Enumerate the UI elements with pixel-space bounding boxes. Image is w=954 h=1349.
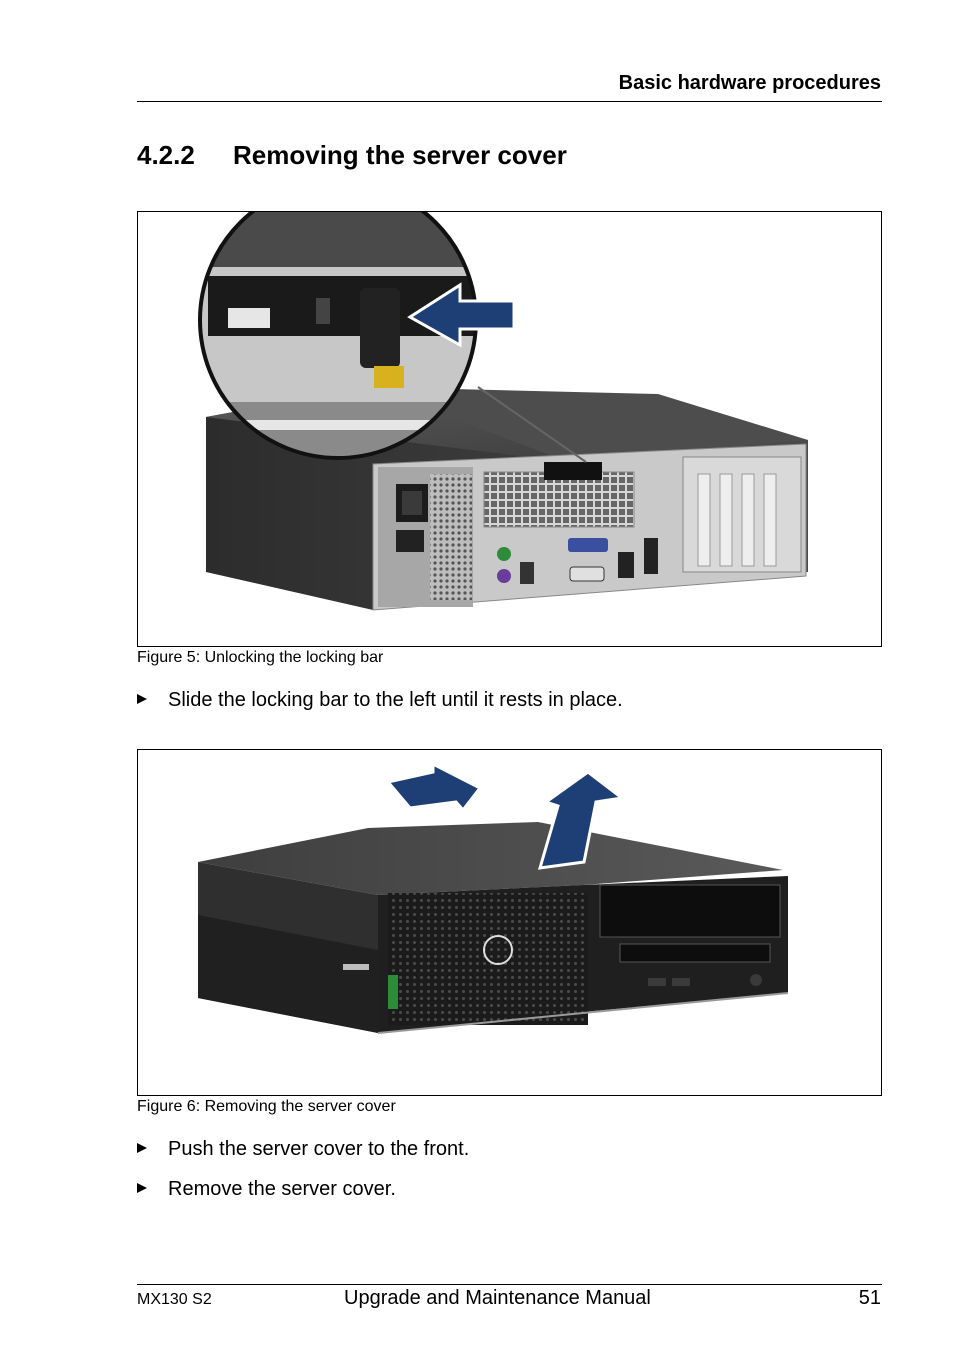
section-title: Removing the server cover (233, 140, 567, 170)
step-text: Remove the server cover. (168, 1178, 396, 1200)
arrow-push-front-icon (385, 761, 483, 813)
header-rule (137, 101, 882, 102)
step-text: Slide the locking bar to the left until … (168, 689, 623, 711)
footer-rule (137, 1284, 882, 1285)
footer-manual-title: Upgrade and Maintenance Manual (344, 1287, 651, 1309)
arrow-lift-up-icon (537, 770, 626, 870)
triangle-right-icon (137, 1183, 147, 1193)
figure-6-caption: Figure 6: Removing the server cover (137, 1098, 396, 1115)
page-number: 51 (858, 1287, 881, 1309)
step-text: Push the server cover to the front. (168, 1138, 470, 1160)
instruction-step: Remove the server cover. (137, 1178, 396, 1201)
instruction-step: Push the server cover to the front. (137, 1138, 469, 1161)
figure-removing-server-cover (137, 749, 882, 1096)
footer-model: MX130 S2 (137, 1291, 212, 1308)
figure-unlocking-locking-bar (137, 211, 882, 647)
instruction-step: Slide the locking bar to the left until … (137, 689, 623, 712)
triangle-right-icon (137, 694, 147, 704)
running-header-title: Basic hardware procedures (618, 72, 881, 94)
figure-5-caption: Figure 5: Unlocking the locking bar (137, 649, 384, 666)
triangle-right-icon (137, 1143, 147, 1153)
figure-6-illustration (198, 761, 789, 1034)
figure-5-illustration (198, 212, 808, 611)
arrow-left-icon (407, 282, 516, 348)
server-chassis-front (198, 822, 789, 1034)
section-number: 4.2.2 (137, 140, 195, 170)
